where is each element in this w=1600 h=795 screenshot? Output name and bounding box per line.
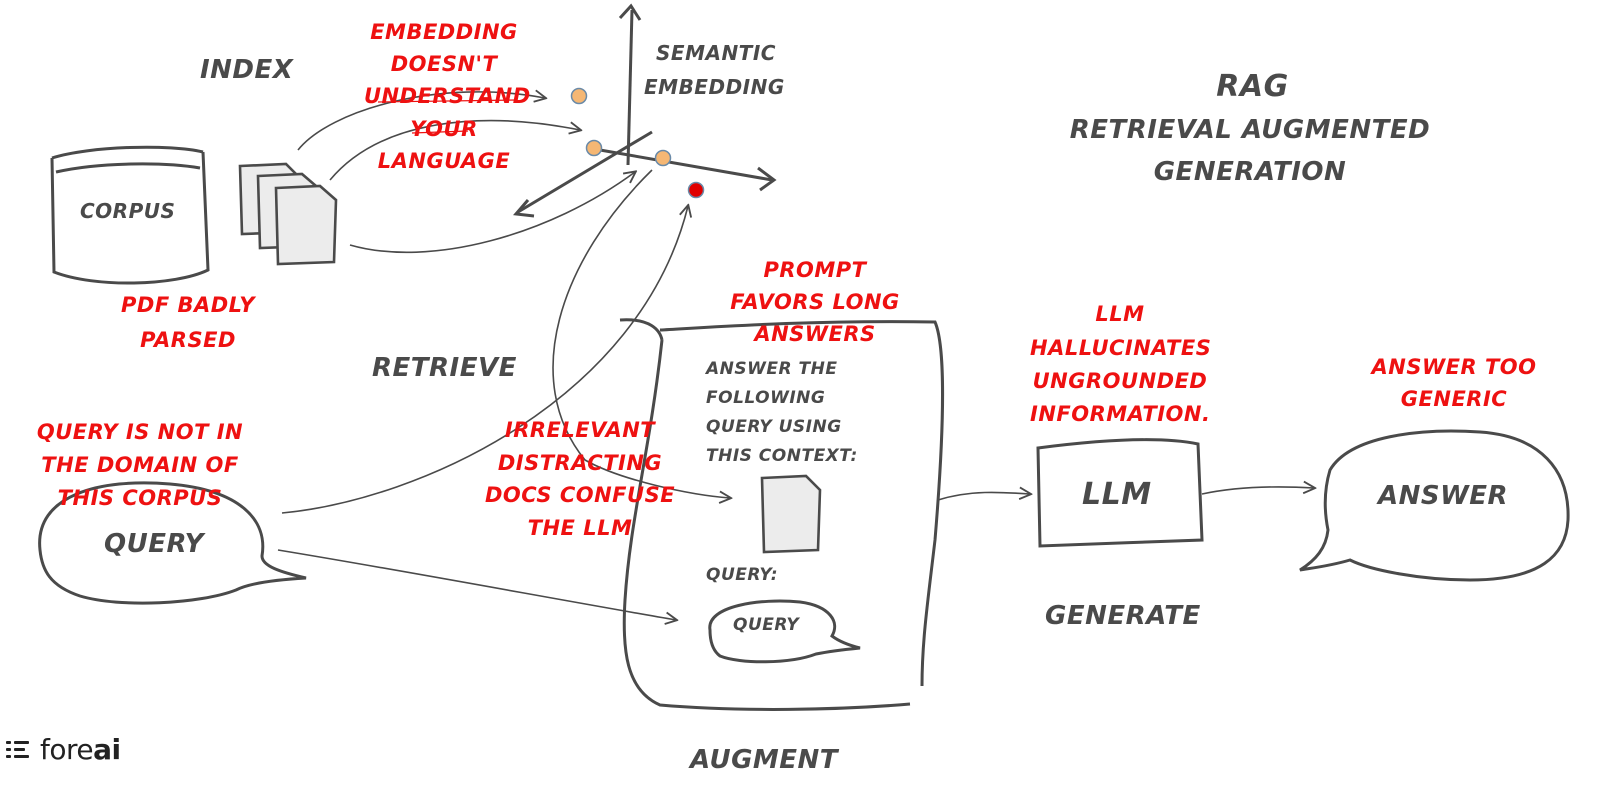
prompt-scroll [619, 318, 944, 711]
note-docs-l4: the LLM [527, 516, 633, 540]
note-query-l1: Query is not in [36, 420, 244, 444]
note-llm-l4: information. [1030, 402, 1211, 426]
note-llm-l2: hallucinates [1030, 336, 1212, 360]
note-embedding-l1: Embedding [370, 20, 518, 44]
answer-label: Answer [1378, 481, 1509, 511]
corpus-cylinder [50, 145, 210, 285]
prompt-line1: Answer the [706, 359, 838, 379]
note-prompt-l1: Prompt [763, 258, 867, 282]
note-answer-l1: Answer too [1371, 355, 1537, 379]
embedding-label-line1: semantic [656, 41, 776, 65]
prompt-llm-arrow [937, 492, 1030, 501]
query-prompt-arrow [277, 549, 676, 620]
note-prompt-l3: Answers [754, 322, 876, 346]
note-answer-l2: generic [1400, 387, 1508, 411]
stage-generate: Generate [1045, 601, 1201, 631]
note-llm-l1: LLM [1095, 302, 1145, 326]
corpus-label: corpus [80, 199, 176, 223]
answer-bubble [1299, 429, 1570, 582]
query-bubble [38, 481, 307, 605]
logo-text: foreai [40, 733, 121, 766]
prompt-line4: this context: [706, 446, 858, 466]
query-label: Query [104, 529, 204, 559]
llm-box [1036, 438, 1204, 548]
embedding-points [570, 87, 705, 199]
list-lines-icon [6, 740, 29, 758]
llm-answer-arrow [1201, 487, 1314, 495]
embedding-axes [513, 3, 777, 218]
prompt-query-bubble-label: Query [733, 615, 800, 635]
note-embedding-l2: doesn't [390, 52, 498, 76]
title-line2: GEneration [1153, 157, 1347, 187]
note-docs-l2: distracting [497, 451, 663, 475]
note-query-l2: the domain of [41, 453, 239, 477]
stage-augment: Augment [690, 745, 839, 775]
llm-label: LLM [1082, 477, 1152, 512]
retrieval-arrow [552, 169, 730, 498]
document-point [585, 139, 603, 157]
note-pdf-l1: PDF badly [121, 293, 255, 317]
prompt-query-bubble [708, 599, 861, 664]
embedding-label-line2: embedding [644, 75, 785, 99]
document-point [654, 149, 672, 167]
note-docs-l1: irrelevant [504, 418, 656, 442]
prompt-line3: query using [706, 417, 842, 437]
note-llm-l3: ungrounded [1032, 369, 1208, 393]
stage-retrieve: Retrieve [372, 353, 517, 383]
note-embedding-l4: your [410, 117, 478, 141]
query-point [687, 181, 705, 199]
note-query-l3: this corpus [57, 486, 223, 510]
note-embedding-l3: understand [364, 84, 531, 108]
title-abbr: RAG [1216, 69, 1289, 104]
context-document-icon [760, 474, 822, 554]
prompt-line2: following [706, 388, 826, 408]
document-stack-icon [238, 162, 338, 266]
foreai-logo: foreai [6, 733, 121, 766]
note-pdf-l2: parsed [140, 328, 236, 352]
note-docs-l3: docs confuse [484, 483, 676, 507]
document-point [570, 87, 588, 105]
query-embedding-arrow [281, 206, 688, 514]
logo-text-light: fore [40, 733, 94, 766]
note-embedding-l5: Language [377, 149, 511, 173]
prompt-query-label: Query: [706, 565, 779, 585]
title-line1: Retrieval Augmented [1069, 115, 1431, 145]
note-strike [377, 99, 517, 134]
note-prompt-l2: favors long [730, 290, 900, 314]
logo-text-bold: ai [93, 733, 121, 766]
stage-index: Index [200, 55, 294, 85]
